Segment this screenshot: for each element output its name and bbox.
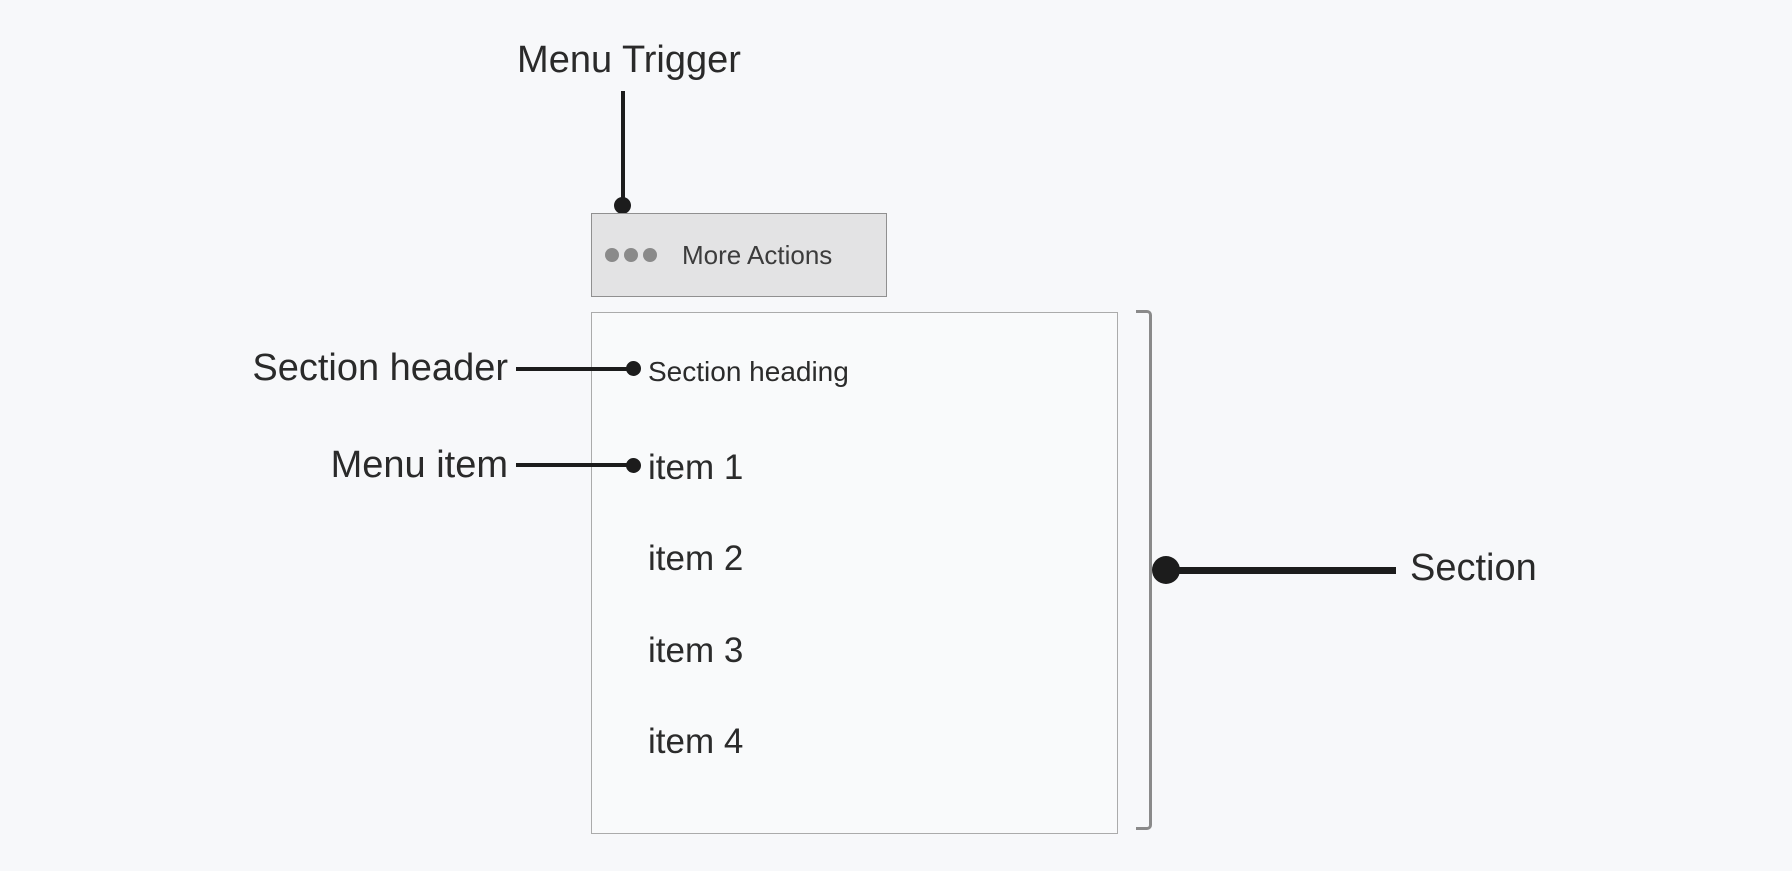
menu-item-3[interactable]: item 3 (648, 631, 744, 670)
menu-item-4[interactable]: item 4 (648, 722, 744, 761)
menu-item-annotation-label: Menu item (330, 444, 508, 486)
section-bracket (1136, 310, 1152, 830)
menu-item-2[interactable]: item 2 (648, 539, 744, 578)
menu-trigger-connector-dot (614, 197, 631, 214)
section-header-annotation-label: Section header (252, 347, 508, 389)
more-actions-button-label: More Actions (682, 239, 833, 270)
section-connector-line (1166, 567, 1396, 574)
menu-section-heading: Section heading (648, 356, 849, 387)
section-annotation-label: Section (1410, 547, 1537, 589)
menu-item-connector-dot (626, 458, 641, 473)
ellipsis-dot (624, 248, 638, 262)
menu-popover: Section heading item 1 item 2 item 3 ite… (591, 312, 1118, 834)
menu-item-1[interactable]: item 1 (648, 448, 744, 487)
ellipsis-dot (643, 248, 657, 262)
section-header-connector-line (516, 367, 628, 371)
menu-item-connector-line (516, 463, 628, 467)
ellipsis-icon (605, 248, 657, 262)
menu-trigger-connector-line (621, 91, 625, 199)
more-actions-button[interactable]: More Actions (591, 213, 887, 297)
menu-trigger-annotation-label: Menu Trigger (517, 39, 741, 81)
section-header-connector-dot (626, 361, 641, 376)
ellipsis-dot (605, 248, 619, 262)
